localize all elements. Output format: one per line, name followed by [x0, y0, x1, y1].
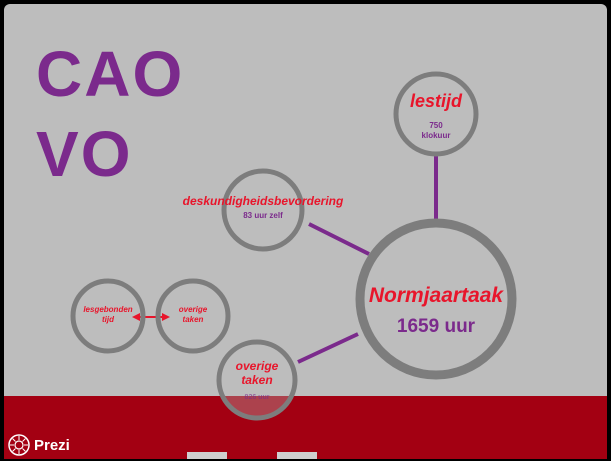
overige-small-line1: overige: [178, 305, 208, 314]
normjaartaak-value: 1659 uur: [396, 316, 476, 337]
lestijd-unit: klokuur: [421, 131, 451, 140]
overige-main-value: 826 uur: [244, 394, 270, 401]
connector-deskundigheid: [308, 222, 370, 256]
footer-tab-right[interactable]: [277, 452, 317, 459]
lesgebonden-circle[interactable]: [70, 278, 146, 354]
prezi-logo-text: Prezi: [34, 436, 70, 454]
deskundigheid-circle[interactable]: [221, 168, 305, 252]
title-cao: CAO: [36, 38, 185, 110]
deskundigheid-title: deskundigheidsbevordering: [182, 194, 344, 208]
mindmap-connections: [70, 71, 517, 380]
overige-main-line2: taken: [241, 373, 273, 387]
overige-small-circle[interactable]: [155, 278, 231, 354]
footer-tab-left[interactable]: [187, 452, 227, 459]
arrow-right-icon: [162, 313, 170, 321]
deskundigheid-value: 83 uur zelf: [243, 211, 283, 220]
prezi-logo-icon: [8, 434, 30, 456]
arrow-left-icon: [132, 313, 140, 321]
lestijd-title: lestijd: [409, 91, 462, 111]
footer-band: [4, 396, 607, 459]
overige-main-line1: overige: [235, 359, 279, 373]
overige-small-line2: taken: [182, 315, 204, 324]
lesgebonden-line2: tijd: [102, 315, 114, 324]
lestijd-value: 750: [429, 121, 443, 130]
prezi-logo[interactable]: Prezi: [8, 434, 70, 456]
lesgebonden-line1: lesgebonden: [83, 305, 133, 314]
normjaartaak-circle[interactable]: [355, 218, 517, 380]
connector-overige: [297, 332, 359, 364]
lestijd-circle[interactable]: [393, 71, 479, 157]
presentation-canvas[interactable]: CAO VO lestijd 750 klokuur deskundigheid…: [4, 4, 607, 459]
normjaartaak-title: Normjaartaak: [368, 284, 504, 307]
title-vo: VO: [36, 118, 133, 190]
